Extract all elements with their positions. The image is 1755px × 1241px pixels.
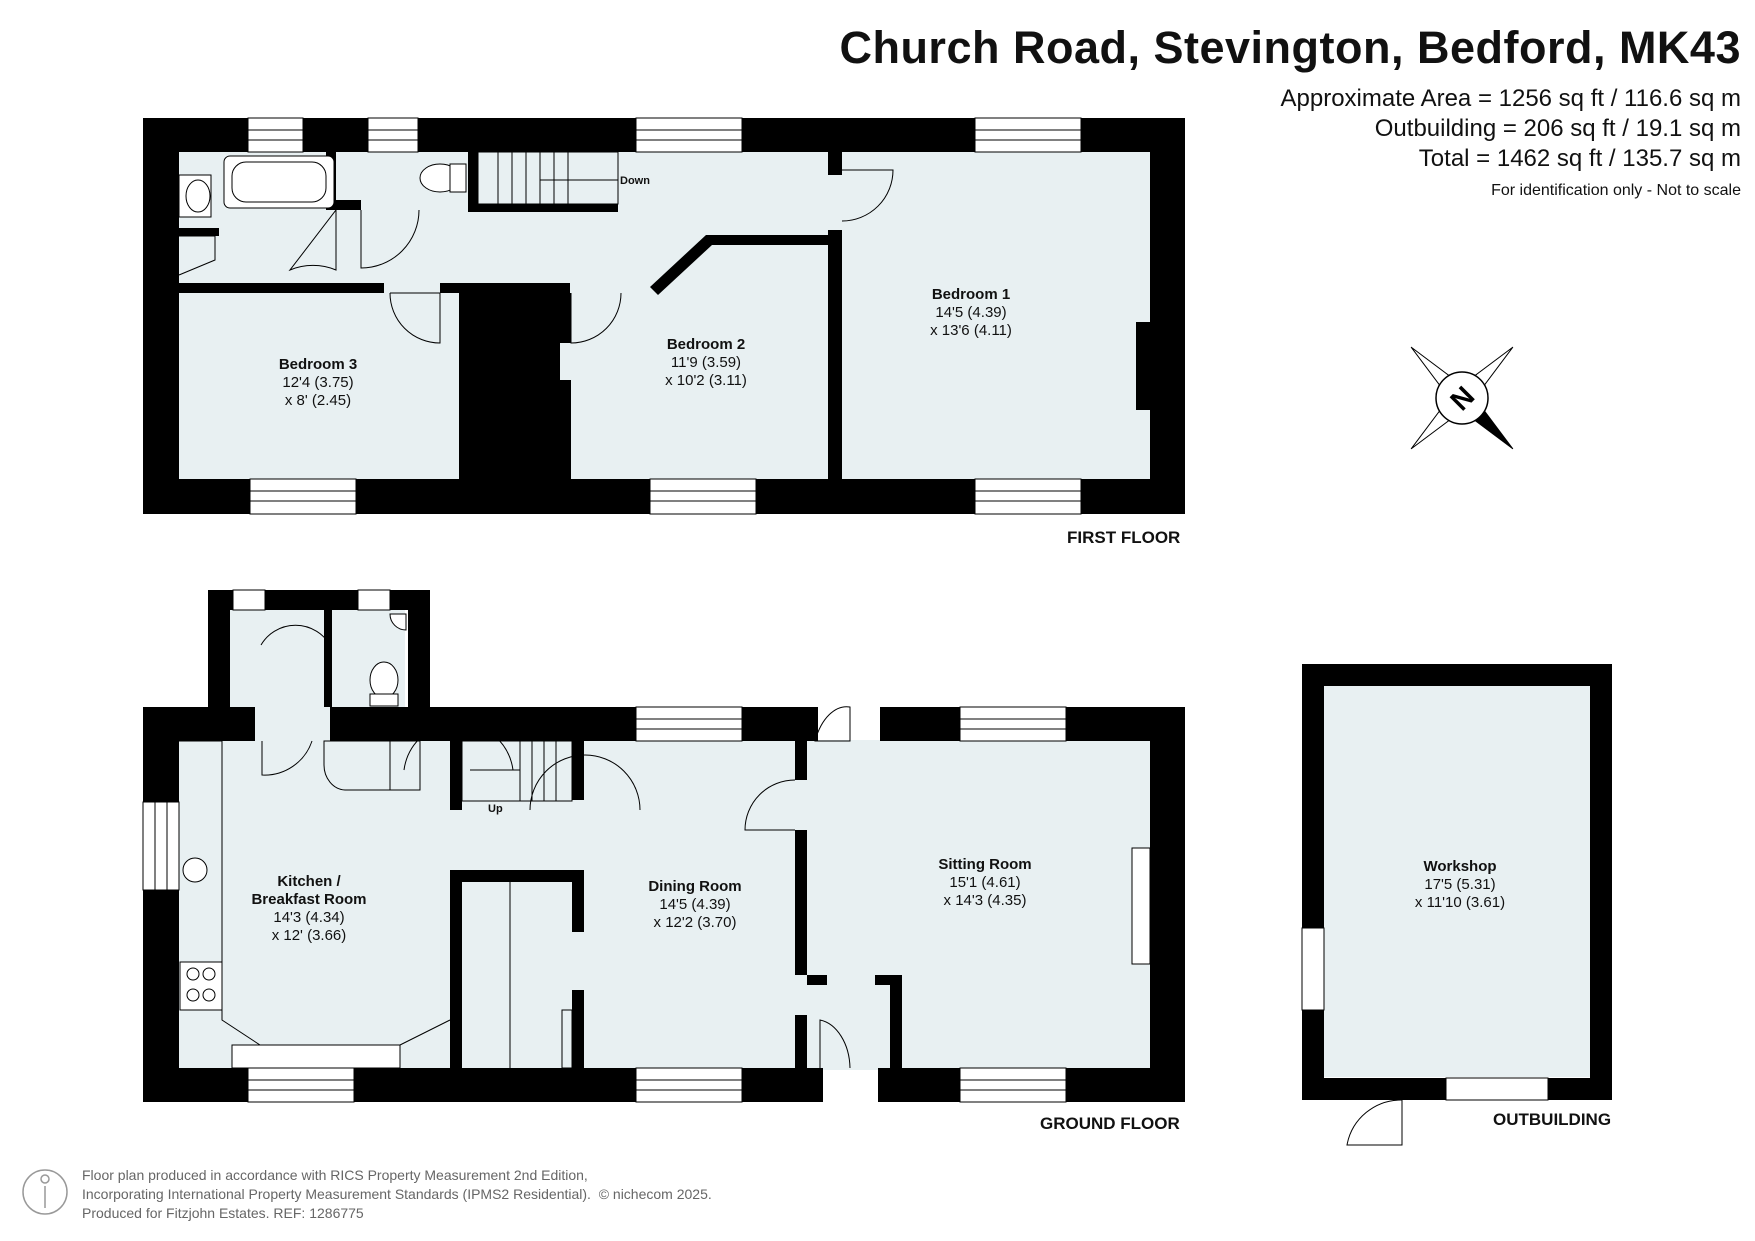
room-bedroom-2: Bedroom 2 11'9 (3.59) x 10'2 (3.11) [616, 336, 796, 390]
worktops [178, 235, 511, 1068]
room-dining-room: Dining Room 14'5 (4.39) x 12'2 (3.70) [615, 878, 775, 932]
outbuilding-area: Outbuilding = 206 sq ft / 19.1 sq m [1374, 115, 1741, 142]
room-bedroom-1: Bedroom 1 14'5 (4.39) x 13'6 (4.11) [888, 286, 1054, 340]
room-name: Sitting Room [938, 856, 1032, 873]
approx-area: Approximate Area = 1256 sq ft / 116.6 sq… [1280, 85, 1742, 112]
room-dimension: 15'1 (4.61) [949, 874, 1021, 891]
plan-header: Church Road, Stevington, Bedford, MK43 A… [839, 22, 1741, 200]
disclaimer-note: For identification only - Not to scale [1491, 182, 1741, 199]
room-dimension: 11'9 (3.59) [670, 354, 742, 371]
footer-credits: Floor plan produced in accordance with R… [82, 1166, 712, 1223]
room-sitting-room: Sitting Room 15'1 (4.61) x 14'3 (4.35) [905, 856, 1065, 910]
footer-line-2: Incorporating International Property Mea… [82, 1186, 591, 1202]
room-dimension: x 10'2 (3.11) [665, 372, 747, 389]
staircases [461, 151, 619, 802]
outbuilding-label: OUTBUILDING [1493, 1110, 1612, 1129]
footer-logo-icon [22, 1169, 68, 1215]
stairs-up-label: Up [488, 803, 503, 815]
room-dimension: 14'5 (4.39) [659, 896, 731, 913]
room-dimension: 12'4 (3.75) [282, 374, 354, 391]
footer-copyright: © nichecom 2025. [598, 1186, 712, 1202]
room-dimension: 17'5 (5.31) [1424, 876, 1496, 893]
room-name: Dining Room [648, 878, 742, 895]
first-floor-label: FIRST FLOOR [1067, 528, 1181, 547]
footer-line-3: Produced for Fitzjohn Estates. REF: 1286… [82, 1205, 364, 1221]
room-dimension: x 12'2 (3.70) [653, 914, 737, 931]
fixtures [178, 155, 1151, 1069]
windows [142, 117, 1549, 1103]
room-bedroom-3: Bedroom 3 12'4 (3.75) x 8' (2.45) [228, 356, 408, 410]
room-name: Bedroom 2 [666, 336, 746, 353]
room-dimension: 14'3 (4.34) [273, 909, 345, 926]
footer-line-1: Floor plan produced in accordance with R… [82, 1167, 588, 1183]
window-glazing [154, 129, 1081, 1091]
room-kitchen: Kitchen / Breakfast Room 14'3 (4.34) x 1… [234, 873, 384, 945]
room-dimension: x 13'6 (4.11) [930, 322, 1012, 339]
room-name: Bedroom 1 [931, 286, 1011, 303]
stairs-down-label: Down [620, 175, 650, 187]
room-dimension: x 12' (3.66) [271, 927, 347, 944]
room-dimension: 14'5 (4.39) [935, 304, 1007, 321]
room-workshop: Workshop 17'5 (5.31) x 11'10 (3.61) [1380, 858, 1540, 912]
door-swings [260, 169, 1403, 1146]
room-name: Workshop [1423, 858, 1497, 875]
room-dimension: x 8' (2.45) [284, 392, 352, 409]
property-title: Church Road, Stevington, Bedford, MK43 [839, 22, 1741, 73]
ground-floor-label: GROUND FLOOR [1040, 1114, 1180, 1133]
room-name: Breakfast Room [251, 891, 367, 908]
room-dimension: x 14'3 (4.35) [943, 892, 1027, 909]
compass-rose [1410, 346, 1514, 450]
room-name: Kitchen / [277, 873, 341, 890]
total-area: Total = 1462 sq ft / 135.7 sq m [1418, 145, 1741, 172]
room-name: Bedroom 3 [278, 356, 358, 373]
room-dimension: x 11'10 (3.61) [1414, 894, 1506, 911]
